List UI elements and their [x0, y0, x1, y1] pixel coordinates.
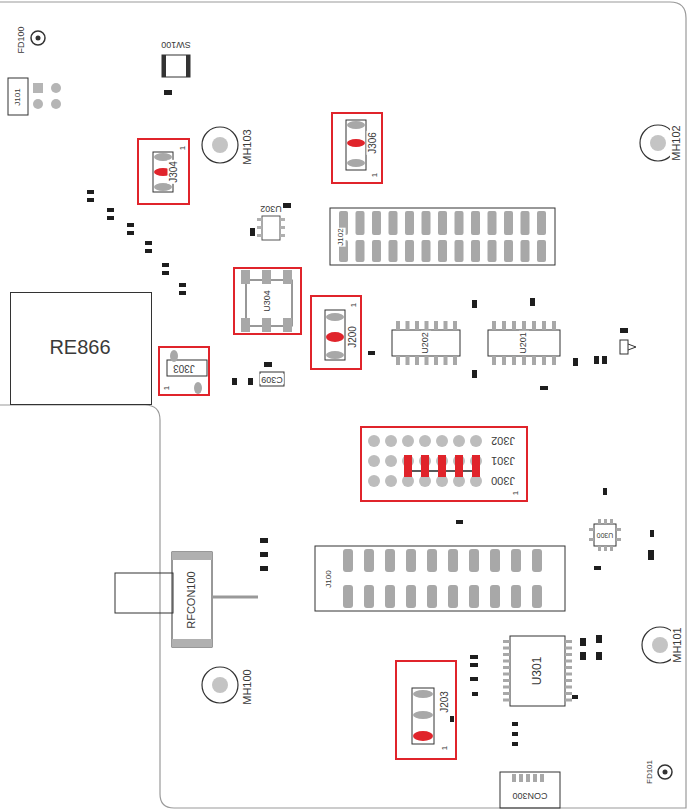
reference-designator: J304: [168, 160, 179, 184]
component-label: MH102: [670, 124, 682, 161]
reference-designator: J301: [490, 455, 516, 467]
component-label: J100: [325, 569, 334, 588]
pin-one-marker: 1: [350, 302, 359, 308]
reference-designator: J306: [367, 131, 378, 155]
component-label: SW100: [160, 39, 192, 49]
component-label: U201: [519, 331, 529, 355]
component-label: MH100: [241, 668, 253, 705]
component-label: MH103: [241, 128, 253, 165]
module-name: RE866: [48, 336, 111, 358]
pin-one-marker: 1: [179, 145, 188, 151]
component-label: FD100: [17, 25, 27, 54]
pin-one-marker: 1: [371, 172, 380, 178]
component-label: U300: [596, 531, 615, 539]
component-label: MH101: [671, 626, 683, 663]
pin-one-marker: 1: [163, 385, 172, 391]
component-label: U202: [421, 331, 431, 355]
jumper-highlight: J200 1: [310, 295, 362, 370]
component-label: J102: [337, 227, 346, 246]
ic-highlight: U304: [233, 267, 302, 335]
pin-one-marker: 1: [441, 745, 450, 751]
jumper-highlight: J203 1: [395, 660, 457, 760]
reference-designator: J200: [347, 325, 358, 349]
jumper-highlight: J306 1: [331, 112, 383, 184]
jumper-highlight: J303 1: [158, 346, 210, 396]
component-label: FD101: [646, 759, 655, 785]
component-label: J101: [14, 87, 23, 106]
component-label: RFCON100: [185, 570, 197, 629]
component-label: C309: [260, 374, 284, 384]
component-label: CON300: [511, 790, 548, 800]
reference-designator: J203: [439, 690, 450, 714]
reference-designator: U304: [263, 289, 273, 313]
reference-designator: J302: [490, 435, 516, 447]
pin-one-marker: 1: [512, 490, 521, 496]
jumper-highlight: J304 1: [137, 138, 190, 205]
reference-designator: J300: [490, 475, 516, 487]
component-label: U301: [531, 656, 544, 687]
header-highlight: J302J301J300 1: [360, 426, 528, 502]
reference-designator: J303: [172, 363, 196, 374]
component-label: U302: [259, 203, 283, 213]
module-outline: RE866: [10, 292, 152, 405]
